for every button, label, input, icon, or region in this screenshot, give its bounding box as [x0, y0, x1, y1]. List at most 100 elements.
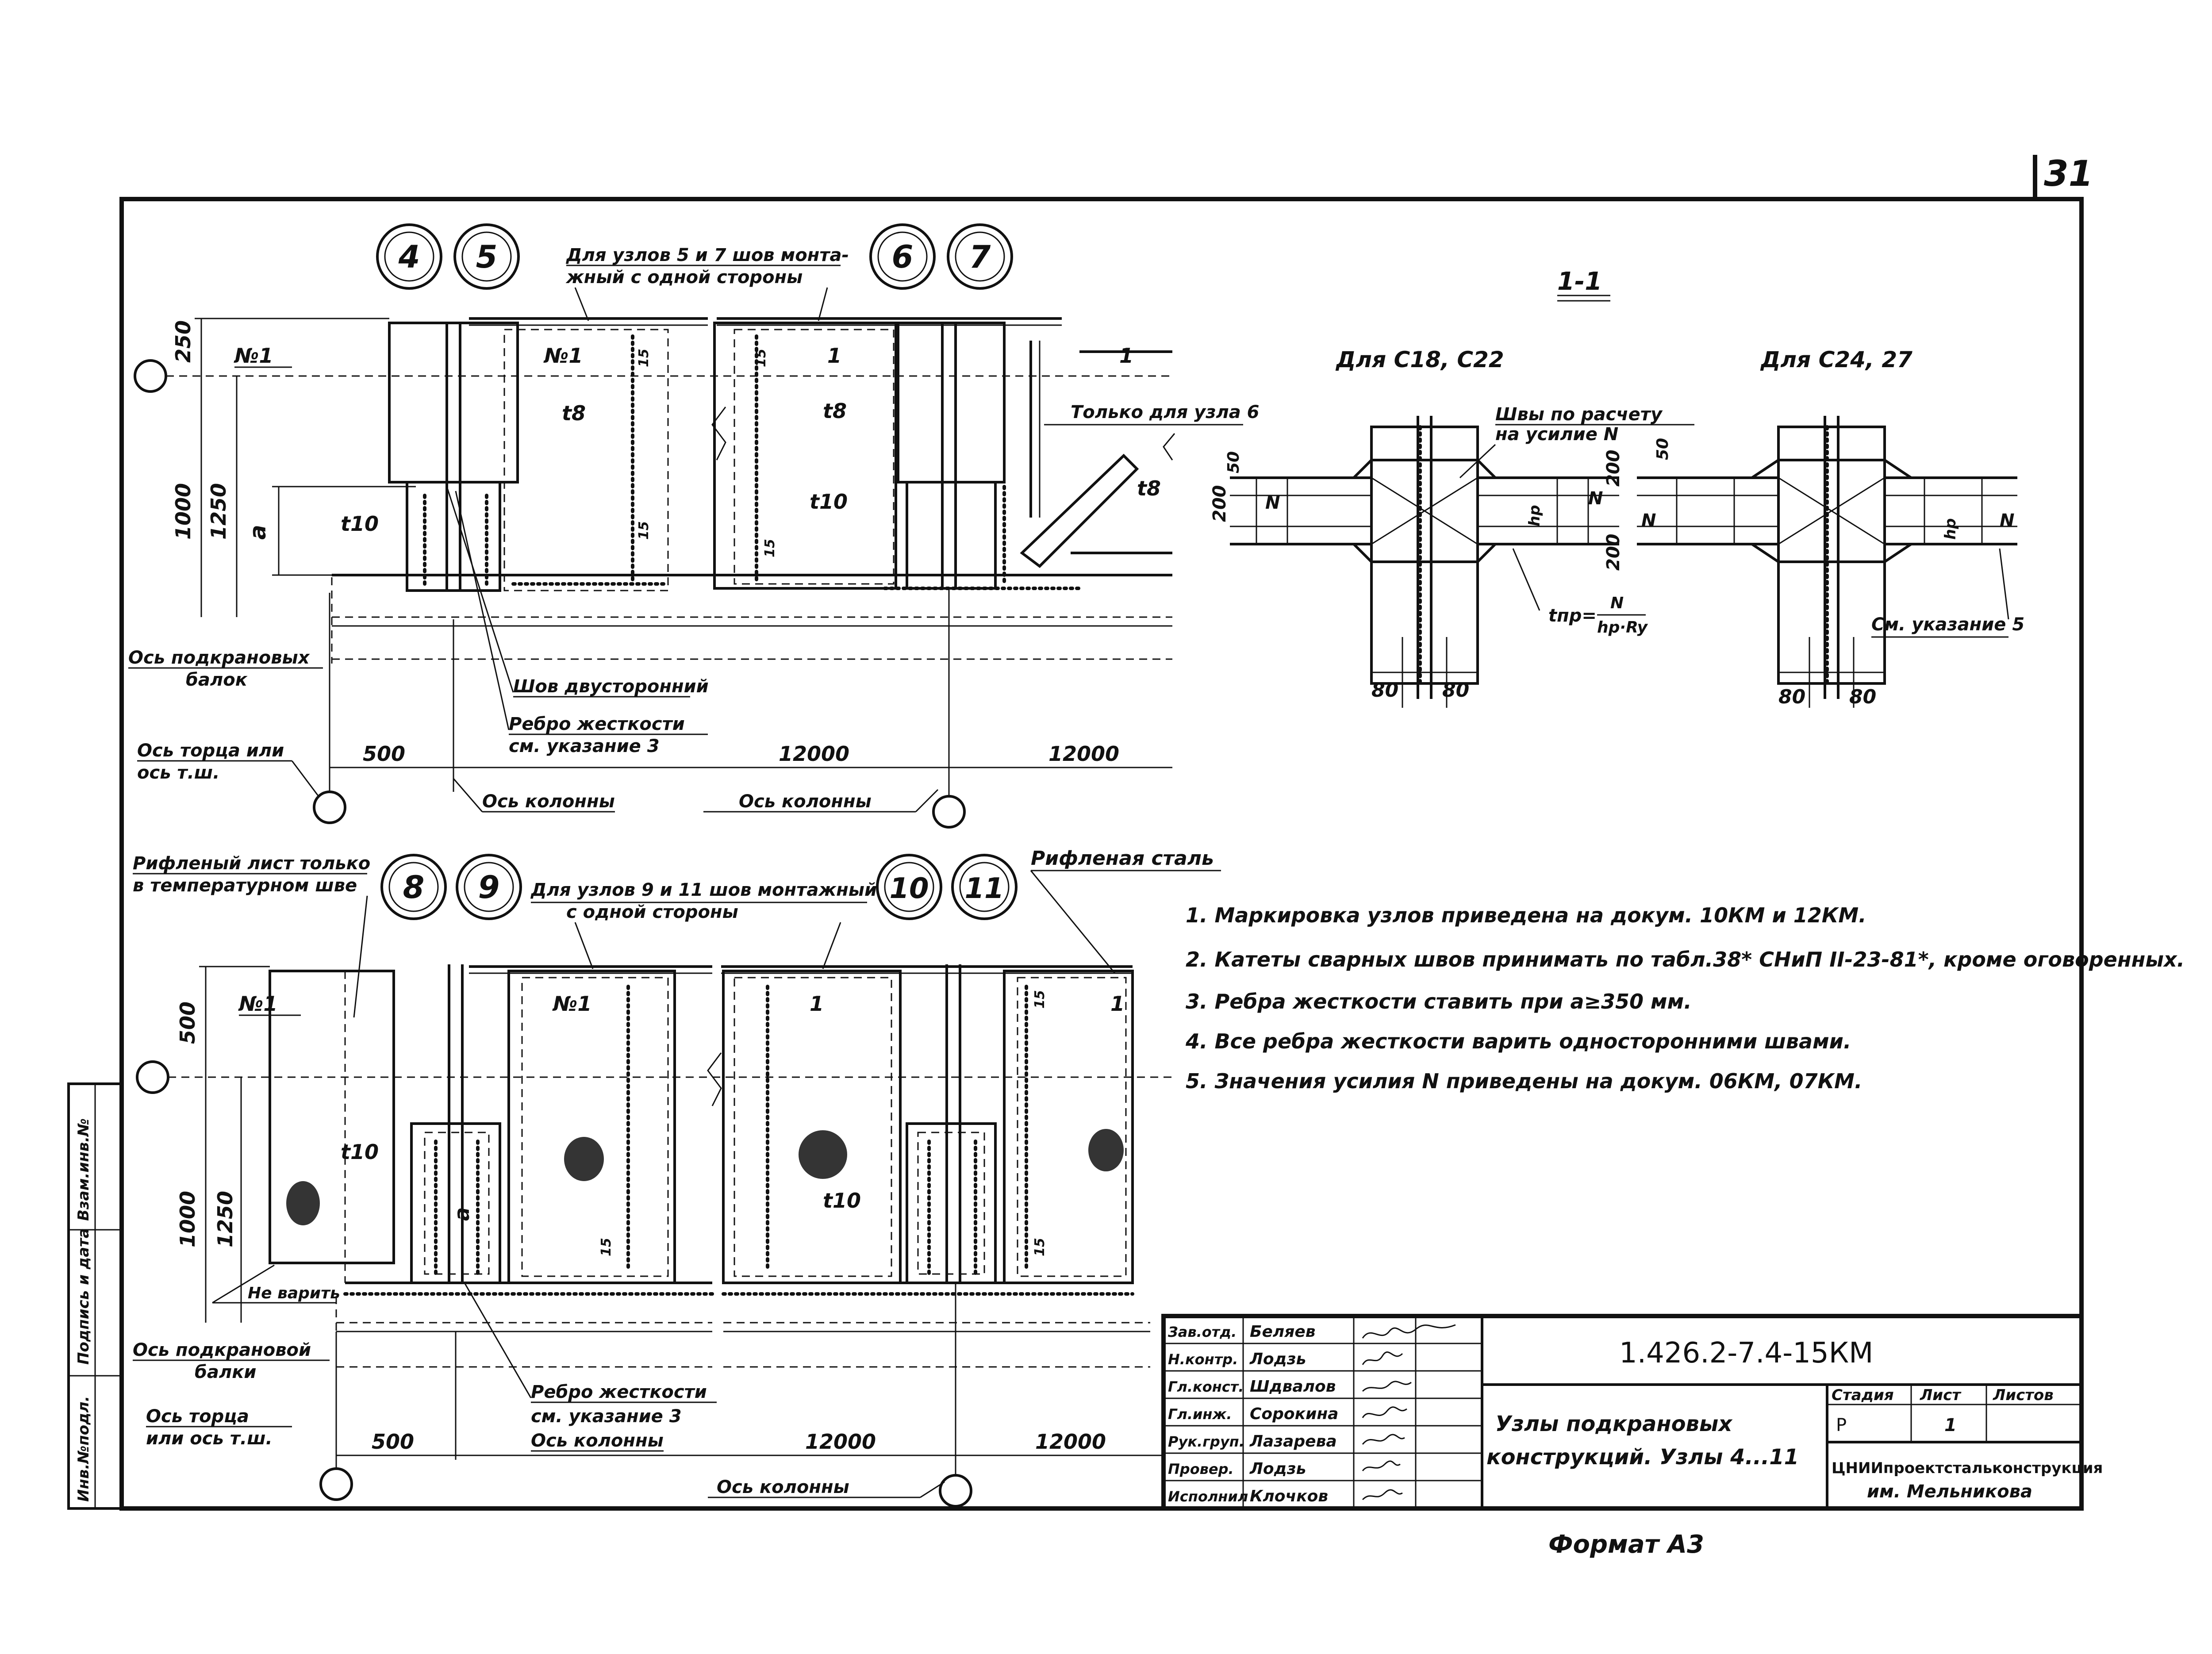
role-3: Гл.инж.: [1168, 1406, 1232, 1423]
label-t10: t10: [810, 490, 848, 514]
dim-1000: 1000: [171, 483, 195, 540]
section-n: N: [1588, 488, 1603, 509]
label-t10: t10: [341, 512, 379, 536]
svg-text:5: 5: [476, 239, 498, 275]
label-one: 1: [1110, 992, 1125, 1016]
dim-1250: 1250: [207, 483, 230, 540]
title-line-2: конструкций. Узлы 4...11: [1486, 1445, 1799, 1470]
section-formula-den: hр·Ry: [1597, 618, 1648, 637]
dim-12000: 12000: [1048, 742, 1119, 766]
label-rib-2: см. указание 3: [531, 1406, 682, 1427]
note-nodes-9-11-line1: Для узлов 9 и 11 шов монтажный: [530, 880, 877, 900]
role-6: Исполнил: [1168, 1488, 1248, 1505]
section-dim-80: 80: [1442, 679, 1469, 702]
label-axis-column: Ось колонны: [531, 1431, 664, 1451]
dim-1000: 1000: [176, 1191, 200, 1247]
dim-12000: 12000: [779, 742, 849, 766]
dim-500: 500: [363, 742, 405, 766]
svg-text:4: 4: [398, 239, 420, 275]
sheet-header: Лист: [1920, 1386, 1962, 1404]
format-label: Формат А3: [1548, 1530, 1704, 1559]
label-15: 15: [636, 521, 652, 540]
side-stamp-sign: Подпись и дата: [75, 1228, 92, 1365]
section-see-note5: См. указание 5: [1871, 614, 2024, 635]
name-5: Лодзь: [1249, 1460, 1306, 1478]
node-circle-4: 4: [376, 223, 442, 290]
section-hp: hр: [1942, 518, 1959, 540]
girder-left: [331, 407, 726, 664]
stage-header: Стадия: [1832, 1386, 1894, 1404]
node-circle-6: 6: [869, 223, 936, 290]
name-1: Лодзь: [1249, 1350, 1306, 1368]
notes-block: 1. Маркировка узлов приведена на докум. …: [1185, 903, 2185, 1093]
sheet-value: 1: [1944, 1415, 1957, 1435]
label-no1: №1: [234, 344, 273, 368]
name-6: Клочков: [1250, 1487, 1328, 1505]
label-15: 15: [753, 349, 769, 367]
label-axis-column: Ось колонны: [717, 1477, 849, 1497]
section-dim-80: 80: [1849, 686, 1876, 708]
title-role-rows: Зав.отд. Беляев Н.контр. Лодзь Гл.конст.…: [1167, 1323, 1338, 1505]
svg-text:7: 7: [969, 239, 991, 275]
label-one: 1: [827, 344, 841, 368]
label-t10: t10: [823, 1189, 861, 1213]
label-corrugated-steel: Рифленая сталь: [1031, 847, 1214, 870]
dim-12000: 12000: [1035, 1430, 1106, 1454]
dim-a: a: [245, 525, 271, 540]
label-corrugated-sheet-2: в температурном шве: [133, 875, 357, 896]
name-3: Сорокина: [1250, 1405, 1338, 1423]
label-t10: t10: [341, 1140, 379, 1164]
label-15: 15: [1032, 1238, 1048, 1256]
node-circle-7: 7: [947, 223, 1013, 290]
svg-text:9: 9: [478, 869, 500, 906]
node-circle-5: 5: [453, 223, 520, 290]
label-axis-crane-beam-2: балки: [195, 1362, 256, 1382]
crane-beam-left: [388, 317, 708, 592]
node-circle-8: 8: [380, 854, 447, 920]
axis-bubble: [313, 791, 346, 824]
section-title: 1-1: [1557, 267, 1602, 296]
side-stamp-inv: Инв.№подл.: [75, 1396, 92, 1502]
label-axis-end-1: Ось торца или: [137, 741, 284, 761]
section-dim-50: 50: [1654, 438, 1672, 460]
svg-text:10: 10: [889, 872, 929, 905]
svg-text:11: 11: [964, 872, 1004, 905]
note-only-node6: Только для узла 6: [1071, 402, 1259, 422]
role-0: Зав.отд.: [1167, 1324, 1237, 1340]
bottom-drawing: 8 9 10 11: [133, 847, 1221, 1508]
dim-12000: 12000: [805, 1430, 876, 1454]
dim-500: 500: [176, 1002, 200, 1044]
label-15: 15: [599, 1238, 614, 1256]
stage-value: Р: [1836, 1415, 1847, 1435]
top-vertical-dims: 250 1000 1250 a: [171, 318, 416, 617]
section-dim-50: 50: [1225, 451, 1243, 473]
label-15: 15: [636, 349, 652, 367]
label-axis-end-2: или ось т.ш.: [146, 1428, 273, 1449]
node-circle-9: 9: [456, 854, 522, 920]
side-stamp-repl: Взам.инв.№: [75, 1118, 92, 1221]
page-number: 31: [2044, 153, 2093, 194]
section-n: N: [1641, 510, 1656, 531]
axis-bubble: [319, 1467, 353, 1501]
label-corrugated-sheet-1: Рифленый лист только: [133, 853, 370, 874]
note-nodes-9-11-line2: с одной стороны: [566, 902, 738, 922]
axis-bubble: [939, 1474, 972, 1508]
label-t8: t8: [823, 399, 847, 423]
label-axis-column: Ось колонны: [739, 791, 872, 812]
note-3: 3. Ребра жесткости ставить при a≥350 мм.: [1186, 990, 1692, 1013]
label-15: 15: [1032, 990, 1048, 1009]
name-4: Лазарева: [1249, 1432, 1337, 1451]
label-no1: №1: [543, 344, 583, 368]
role-4: Рук.груп.: [1168, 1433, 1244, 1450]
label-a: a: [450, 1207, 474, 1221]
doc-code: 1.426.2-7.4-15КМ: [1619, 1337, 1873, 1370]
label-one: 1: [1119, 344, 1133, 368]
section-dim-80: 80: [1778, 686, 1805, 708]
axis-bubble: [134, 359, 167, 393]
label-no-weld: Не варить: [248, 1284, 340, 1302]
label-rib-1: Ребро жесткости: [531, 1382, 707, 1402]
dim-1250: 1250: [213, 1191, 237, 1247]
label-weld-two-sided: Шов двусторонний: [513, 676, 709, 697]
sheets-header: Листов: [1993, 1386, 2054, 1404]
note-5: 5. Значения усилия N приведены на докум.…: [1186, 1069, 1862, 1093]
